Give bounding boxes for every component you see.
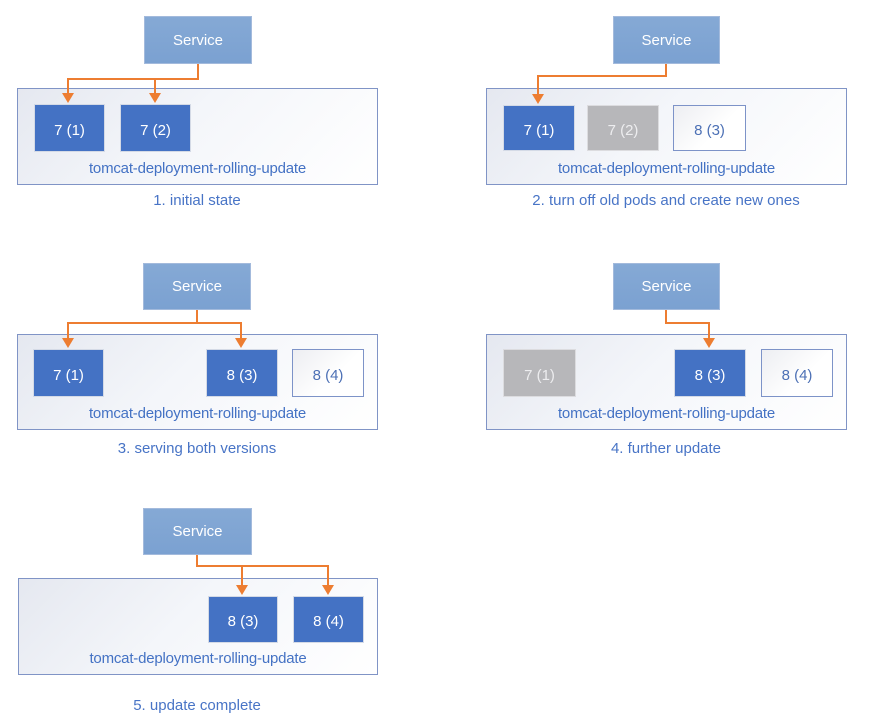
pod-8-3: 8 (3) — [673, 105, 746, 151]
deployment-box: 7 (1) 7 (2) tomcat-deployment-rolling-up… — [17, 88, 378, 185]
service-label: Service — [641, 278, 692, 295]
pod-label: 7 (2) — [607, 121, 639, 139]
stage-caption: 4. further update — [610, 440, 722, 457]
deployment-box: 8 (3) 8 (4) tomcat-deployment-rolling-up… — [18, 578, 378, 675]
pod-label: 7 (1) — [524, 366, 555, 384]
service-box: Service — [143, 508, 252, 555]
stage-5: Service 8 (3) 8 (4) tomcat-deployment-ro… — [0, 492, 435, 718]
pod-7-1: 7 (1) — [503, 105, 575, 151]
pod-label: 7 (1) — [523, 121, 555, 139]
deployment-box: 7 (1) 8 (3) 8 (4) tomcat-deployment-roll… — [17, 334, 378, 430]
service-label: Service — [641, 31, 692, 49]
stage-1: Service 7 (1) 7 (2) tomcat-deployment-ro… — [0, 0, 435, 235]
deployment-box: 7 (1) 7 (2) 8 (3) tomcat-deployment-roll… — [486, 88, 847, 185]
deployment-label: tomcat-deployment-rolling-update — [88, 405, 307, 422]
pod-8-3: 8 (3) — [674, 349, 746, 397]
service-label: Service — [171, 278, 223, 295]
pod-8-3: 8 (3) — [208, 596, 278, 643]
stage-3: Service 7 (1) 8 (3) 8 (4) tomcat-deploym… — [0, 247, 435, 482]
stage-caption: 1. initial state — [153, 192, 241, 209]
pod-label: 8 (4) — [312, 366, 344, 384]
pod-8-4: 8 (4) — [761, 349, 833, 397]
stage-4: Service 7 (1) 8 (3) 8 (4) tomcat-deploym… — [435, 247, 870, 482]
deployment-label: tomcat-deployment-rolling-update — [557, 405, 776, 422]
pod-7-1: 7 (1) — [503, 349, 576, 397]
service-label: Service — [172, 31, 224, 49]
pod-label: 7 (1) — [53, 366, 84, 384]
deployment-label: tomcat-deployment-rolling-update — [557, 160, 776, 177]
deployment-label: tomcat-deployment-rolling-update — [88, 160, 307, 177]
pod-label: 8 (3) — [694, 366, 726, 384]
service-box: Service — [144, 16, 252, 64]
pod-8-3: 8 (3) — [206, 349, 278, 397]
service-label: Service — [172, 523, 223, 540]
pod-label: 7 (1) — [54, 121, 85, 139]
deployment-label: tomcat-deployment-rolling-update — [89, 650, 307, 667]
pod-7-2: 7 (2) — [587, 105, 659, 151]
pod-7-1: 7 (1) — [33, 349, 104, 397]
pod-label: 8 (4) — [313, 613, 344, 630]
stage-2: Service 7 (1) 7 (2) 8 (3) tomcat-deploym… — [435, 0, 870, 235]
stage-caption: 3. serving both versions — [117, 440, 277, 457]
pod-8-4: 8 (4) — [293, 596, 364, 643]
pod-7-2: 7 (2) — [120, 104, 191, 152]
pod-label: 8 (4) — [781, 366, 813, 384]
pod-label: 8 (3) — [226, 366, 258, 384]
stage-caption: 2. turn off old pods and create new ones — [532, 192, 800, 209]
service-box: Service — [143, 263, 251, 310]
pod-7-1: 7 (1) — [34, 104, 105, 152]
stage-caption: 5. update complete — [133, 697, 261, 714]
pod-label: 8 (3) — [227, 613, 259, 630]
pod-8-4: 8 (4) — [292, 349, 364, 397]
pod-label: 7 (2) — [140, 121, 171, 139]
service-box: Service — [613, 16, 720, 64]
pod-label: 8 (3) — [694, 121, 725, 139]
deployment-box: 7 (1) 8 (3) 8 (4) tomcat-deployment-roll… — [486, 334, 847, 430]
service-box: Service — [613, 263, 720, 310]
